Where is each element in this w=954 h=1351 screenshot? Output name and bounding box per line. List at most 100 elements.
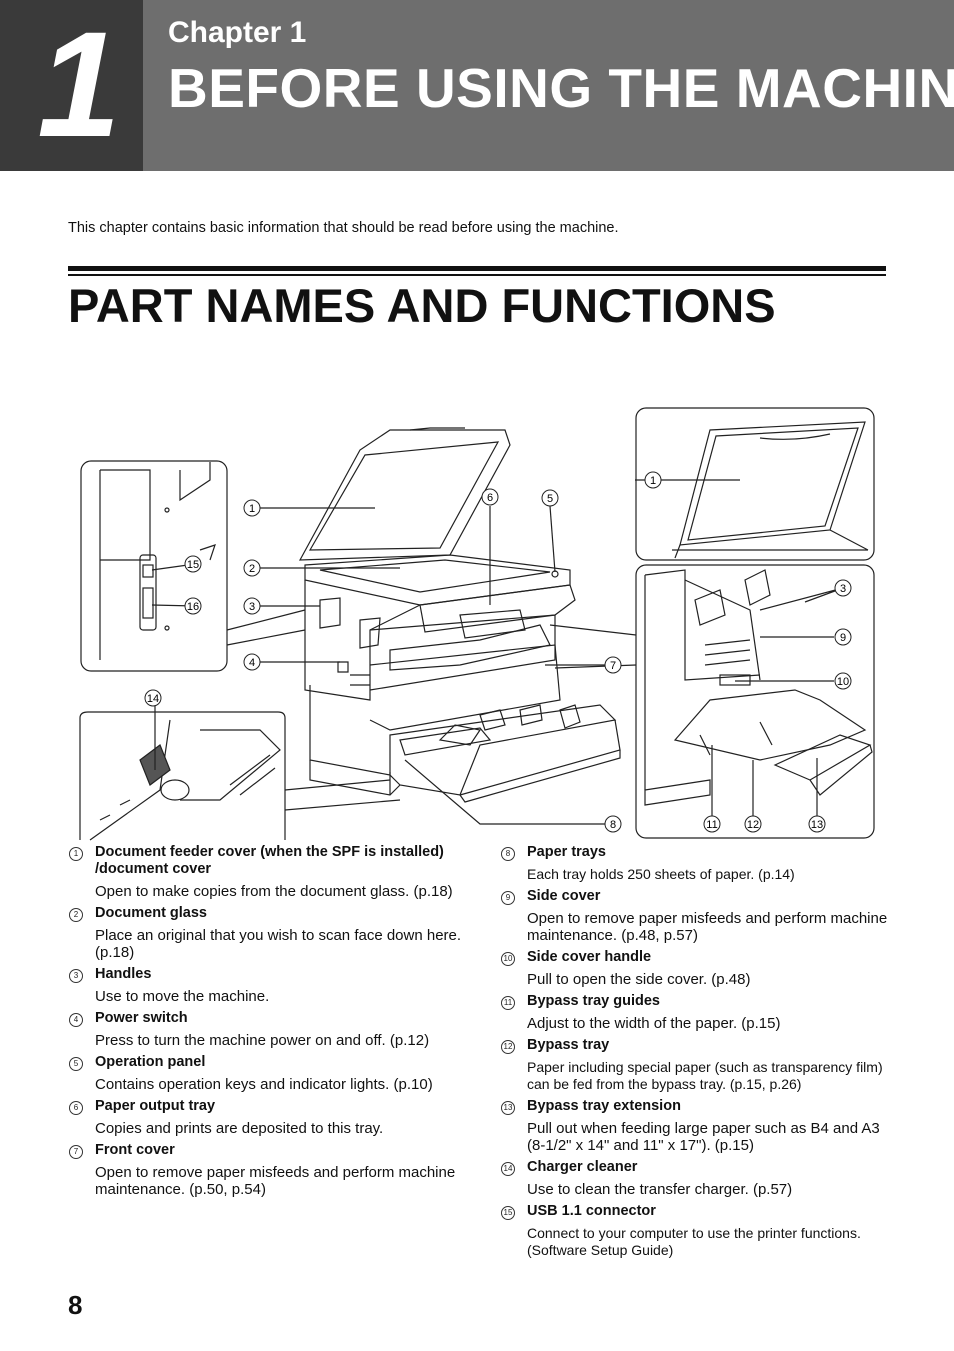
svg-text:15: 15 — [187, 559, 199, 571]
part-item-6: 6 Paper output tray Copies and prints ar… — [68, 1098, 463, 1137]
part-item-3: 3 Handles Use to move the machine. — [68, 966, 463, 1005]
main-copier — [298, 427, 621, 803]
intro-text: This chapter contains basic information … — [68, 220, 619, 236]
parts-list-left: 1 Document feeder cover (when the SPF is… — [68, 844, 463, 1203]
callout-4: 4 — [243, 653, 261, 671]
item-number: 2 — [69, 908, 83, 922]
inset-charger — [79, 711, 286, 841]
section-title: PART NAMES AND FUNCTIONS — [68, 279, 776, 332]
svg-text:2: 2 — [249, 563, 255, 575]
callout-8: 8 — [604, 815, 622, 833]
callout-1b: 1 — [644, 471, 662, 489]
item-title: Paper output tray — [95, 1098, 216, 1114]
svg-text:4: 4 — [249, 657, 255, 669]
item-title: Document glass — [95, 905, 207, 921]
callout-13: 13 — [808, 815, 826, 833]
part-item-9: 9 Side cover Open to remove paper misfee… — [500, 888, 895, 944]
item-title: Power switch — [95, 1010, 188, 1026]
item-desc: Copies and prints are deposited to this … — [95, 1120, 384, 1137]
callout-15: 15 — [184, 555, 202, 573]
parts-list-right: 8 Paper trays Each tray holds 250 sheets… — [500, 844, 895, 1264]
callout-14: 14 — [144, 689, 162, 707]
part-item-1: 1 Document feeder cover (when the SPF is… — [68, 844, 463, 900]
item-title: Charger cleaner — [527, 1159, 638, 1175]
item-title: Bypass tray guides — [527, 993, 660, 1009]
callout-2: 2 — [243, 559, 261, 577]
inset-doc-cover — [635, 407, 875, 561]
callout-7: 7 — [604, 656, 622, 674]
item-number: 8 — [501, 847, 515, 861]
item-number: 15 — [501, 1206, 515, 1220]
svg-text:13: 13 — [811, 819, 823, 831]
part-item-14: 14 Charger cleaner Use to clean the tran… — [500, 1159, 895, 1198]
part-item-7: 7 Front cover Open to remove paper misfe… — [68, 1142, 463, 1198]
svg-text:1: 1 — [249, 503, 255, 515]
svg-text:3: 3 — [840, 583, 846, 595]
part-item-2: 2 Document glass Place an original that … — [68, 905, 463, 961]
callout-9: 9 — [834, 628, 852, 646]
item-title: Front cover — [95, 1142, 175, 1158]
item-number: 13 — [501, 1101, 515, 1115]
callout-10: 10 — [834, 672, 852, 690]
item-desc: Press to turn the machine power on and o… — [95, 1032, 430, 1049]
item-number: 4 — [69, 1013, 83, 1027]
part-item-12: 12 Bypass tray Paper including special p… — [500, 1037, 895, 1093]
part-item-10: 10 Side cover handle Pull to open the si… — [500, 949, 895, 988]
callout-1: 1 — [243, 499, 261, 517]
item-number: 10 — [501, 952, 515, 966]
svg-text:16: 16 — [187, 601, 199, 613]
item-desc: Paper including special paper (such as t… — [527, 1059, 883, 1092]
svg-text:1: 1 — [650, 475, 656, 487]
item-title: USB 1.1 connector — [527, 1203, 656, 1219]
item-title: Side cover handle — [527, 949, 652, 965]
callout-6: 6 — [481, 488, 499, 506]
inset-connectors — [80, 460, 228, 672]
svg-text:6: 6 — [487, 492, 493, 504]
item-number: 5 — [69, 1057, 83, 1071]
callout-16: 16 — [184, 597, 202, 615]
chapter-header — [143, 0, 954, 171]
item-title: Side cover — [527, 888, 601, 904]
item-desc: Place an original that you wish to scan … — [95, 927, 462, 961]
part-item-11: 11 Bypass tray guides Adjust to the widt… — [500, 993, 895, 1032]
item-number: 6 — [69, 1101, 83, 1115]
item-title: Bypass tray extension — [527, 1098, 681, 1114]
callout-11: 11 — [703, 815, 721, 833]
item-number: 9 — [501, 891, 515, 905]
item-desc: Contains operation keys and indicator li… — [95, 1076, 433, 1093]
section-rule-thin — [68, 274, 886, 276]
item-desc: Adjust to the width of the paper. (p.15) — [527, 1015, 781, 1032]
svg-text:5: 5 — [547, 493, 553, 505]
part-item-5: 5 Operation panel Contains operation key… — [68, 1054, 463, 1093]
item-desc: Open to make copies from the document gl… — [95, 883, 453, 900]
item-desc: Use to move the machine. — [95, 988, 270, 1005]
svg-text:3: 3 — [249, 601, 255, 613]
chapter-number: 1 — [37, 0, 120, 168]
svg-text:8: 8 — [610, 819, 616, 831]
chapter-tab: 1 — [0, 0, 143, 171]
part-item-15: 15 USB 1.1 connector Connect to your com… — [500, 1203, 895, 1259]
callout-12: 12 — [744, 815, 762, 833]
chapter-title: BEFORE USING THE MACHINE — [168, 57, 954, 119]
item-desc: Connect to your computer to use the prin… — [527, 1225, 861, 1258]
item-title: Operation panel — [95, 1054, 206, 1070]
item-number: 3 — [69, 969, 83, 983]
item-desc: Use to clean the transfer charger. (p.57… — [527, 1181, 793, 1198]
item-title: Paper trays — [527, 844, 606, 860]
section-rule — [68, 266, 886, 271]
svg-text:11: 11 — [706, 819, 717, 831]
callout-5: 5 — [541, 489, 559, 507]
item-number: 14 — [501, 1162, 515, 1176]
item-number: 11 — [501, 996, 515, 1010]
svg-text:10: 10 — [837, 676, 849, 688]
item-desc: Pull to open the side cover. (p.48) — [527, 971, 751, 988]
item-title: Handles — [95, 966, 152, 982]
item-number: 7 — [69, 1145, 83, 1159]
item-desc: Pull out when feeding large paper such a… — [527, 1120, 880, 1154]
svg-text:7: 7 — [610, 660, 616, 672]
item-desc: Each tray holds 250 sheets of paper. (p.… — [527, 866, 795, 882]
item-number: 1 — [69, 847, 83, 861]
part-item-8: 8 Paper trays Each tray holds 250 sheets… — [500, 844, 895, 883]
page-number: 8 — [68, 1290, 83, 1320]
item-title: Document feeder cover (when the SPF is i… — [95, 844, 444, 877]
